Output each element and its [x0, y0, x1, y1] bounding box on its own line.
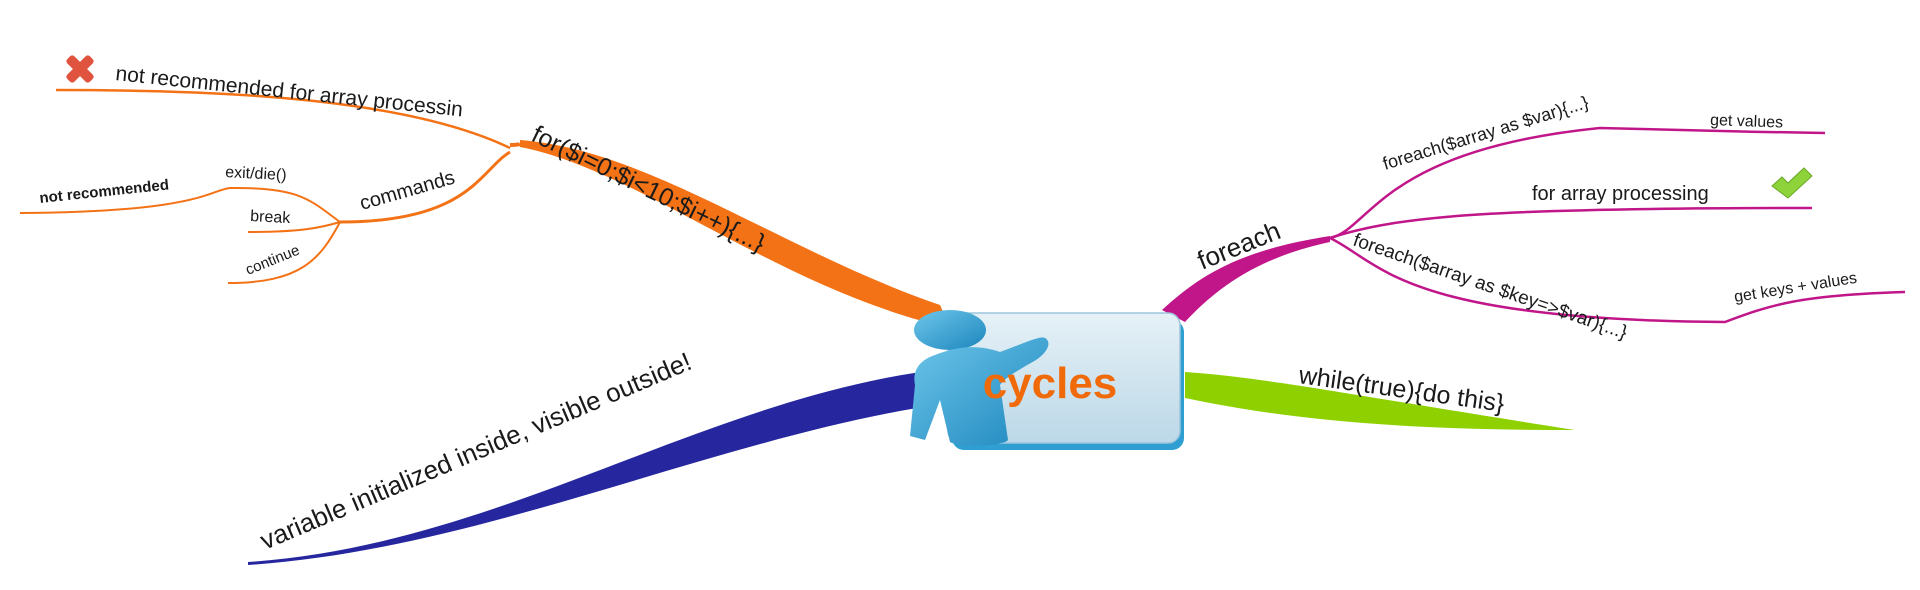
foreach-branch-line [1162, 236, 1330, 322]
not-recommended-array-line [55, 88, 511, 150]
presenter-figure-icon [910, 310, 1049, 446]
red-cross-icon [66, 55, 94, 83]
continue-line [227, 221, 341, 284]
break-line [247, 221, 341, 233]
exit-line [229, 186, 341, 223]
while-branch-line [1185, 372, 1575, 430]
for-array-label: for array processing [1532, 183, 1709, 205]
foreach-keys-line [1329, 236, 1906, 324]
for-underline [509, 142, 521, 147]
break-label: break [250, 208, 292, 227]
for-branch-line [520, 140, 950, 328]
foreach-keys-label: foreach($array as $key=>$var){...} [1350, 230, 1629, 344]
variable-branch-line [248, 370, 935, 565]
central-label: cycles [983, 359, 1118, 408]
commands-label: commands [357, 167, 457, 215]
for-label: for($i=0;$i<10;$i++){...} [527, 120, 769, 257]
get-values-label: get values [1710, 112, 1783, 132]
exit-label: exit/die() [225, 164, 287, 184]
not-recommended-label: not recommended [39, 176, 170, 206]
green-check-icon [1771, 167, 1813, 199]
for-array-line [1329, 206, 1813, 240]
foreach-values-line [1329, 126, 1826, 240]
commands-line [339, 150, 511, 224]
not-recommended-line [19, 187, 231, 214]
